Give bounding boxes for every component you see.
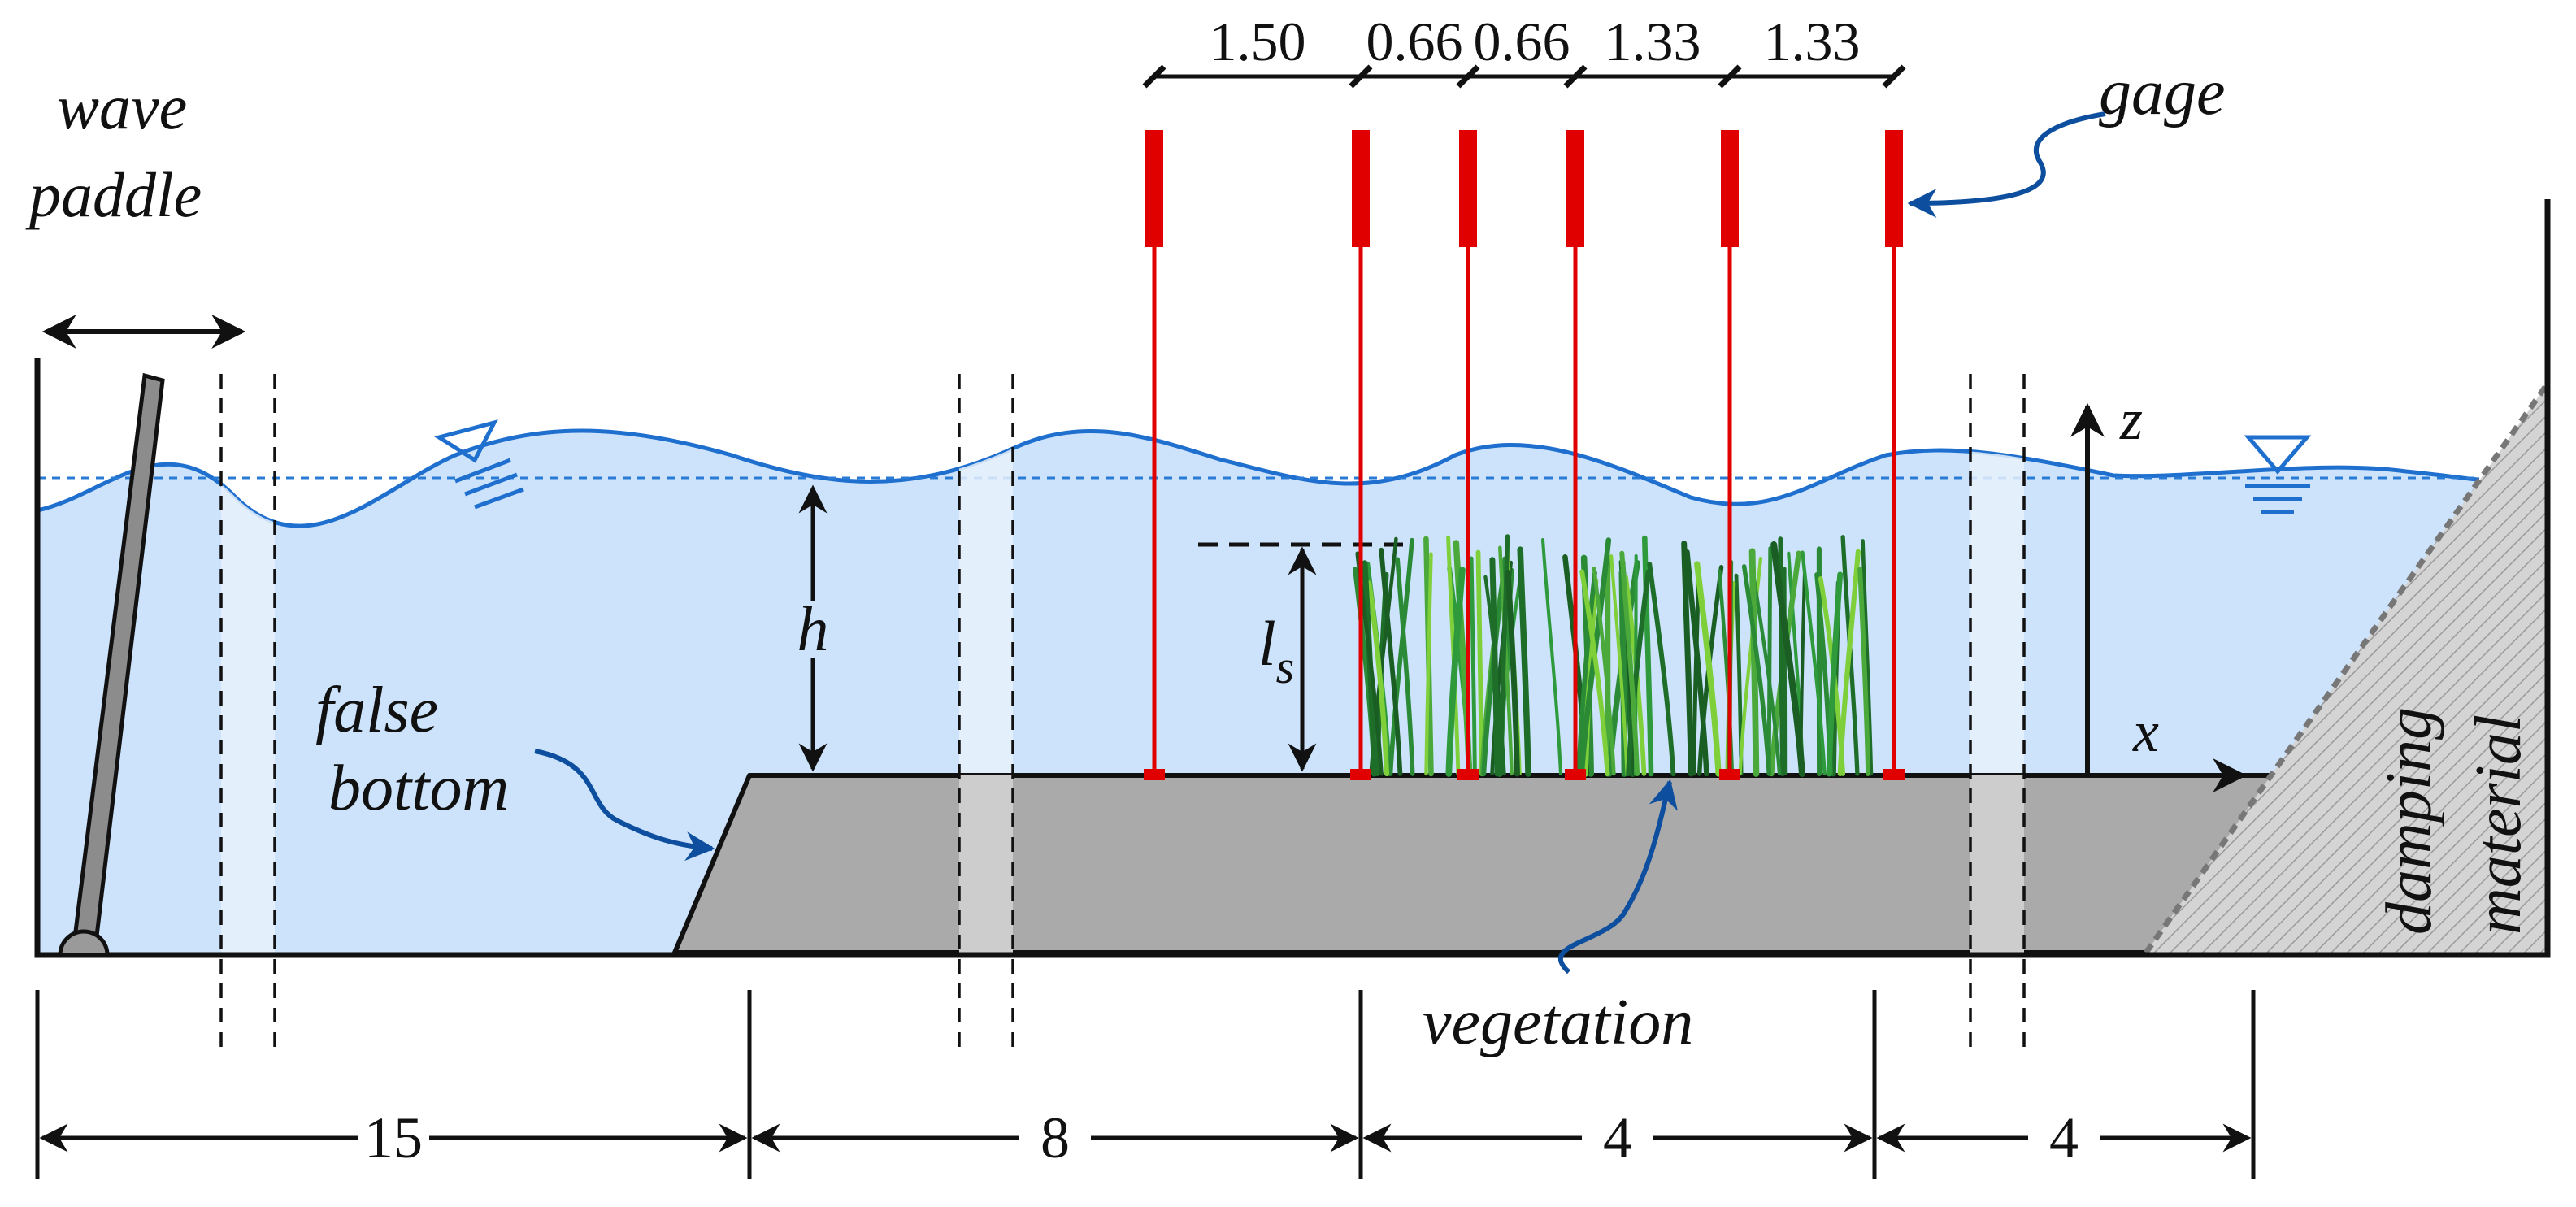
x-axis-label: x (2132, 699, 2159, 764)
vegetation-clump (1741, 536, 1807, 777)
damping-label-1: damping (2374, 707, 2445, 935)
gage-dim-tick (1456, 64, 1480, 89)
gage-dim-tick (1882, 64, 1906, 89)
gage-spacing-label: 0.66 (1474, 11, 1570, 72)
gage (1565, 130, 1586, 780)
coordinate-axes (2070, 402, 2248, 792)
vegetation-clump (1353, 536, 1415, 777)
h-label: h (797, 593, 829, 664)
ls-label: ls (1258, 608, 1294, 693)
false-bottom-label-1: false (315, 675, 438, 746)
gage-dim-tick (1718, 64, 1742, 89)
gage-spacing-label: 1.50 (1210, 11, 1306, 72)
gage-dim-tick (1142, 64, 1166, 89)
vegetation-clump (1801, 535, 1874, 777)
gage-spacing-label: 1.33 (1605, 11, 1701, 72)
dimension-label: 4 (2049, 1105, 2079, 1170)
water-level-symbol-right (2244, 435, 2312, 514)
damping-material (2144, 381, 2550, 955)
gage-pointer-arrow (1907, 111, 2106, 218)
gage (1719, 130, 1740, 780)
wave-paddle-label-1: wave (57, 72, 187, 142)
dimension-label: 15 (364, 1105, 423, 1170)
vegetation (1353, 534, 1874, 777)
gage-dim-tick (1563, 64, 1588, 89)
gages (1144, 130, 1905, 780)
water-level-symbol-left (433, 419, 524, 510)
vegetation-height-marker (1198, 542, 1414, 772)
section-lines (219, 374, 2026, 1049)
damping-label-2: material (2463, 714, 2535, 935)
flume-walls (34, 199, 2551, 958)
bottom-dimensions: 15 8 4 4 (35, 990, 2256, 1179)
gage-spacing-label: 0.66 (1366, 11, 1463, 72)
wave-paddle-label-2: paddle (25, 159, 202, 230)
z-axis-label: z (2119, 387, 2143, 452)
dimension-label: 4 (1603, 1105, 1632, 1170)
vegetation-clump (1609, 535, 1676, 777)
vegetation-clump (1483, 534, 1531, 777)
vegetation-pointer-arrow (1558, 779, 1678, 975)
false-bottom-pointer-arrow (534, 749, 715, 862)
dimension-label: 8 (1040, 1105, 1070, 1170)
gage (1144, 130, 1165, 780)
false-bottom (672, 773, 2278, 955)
gage-label: gage (2099, 57, 2226, 128)
false-bottom-label-2: bottom (328, 753, 509, 824)
gage-spacing-label: 1.33 (1764, 11, 1861, 72)
gage (1883, 130, 1905, 780)
water-surface-wave (37, 428, 2480, 528)
gage (1350, 130, 1371, 780)
vegetation-label: vegetation (1423, 987, 1693, 1058)
wave-paddle (41, 315, 246, 957)
gage-dim-tick (1349, 64, 1373, 89)
gage (1457, 130, 1479, 780)
